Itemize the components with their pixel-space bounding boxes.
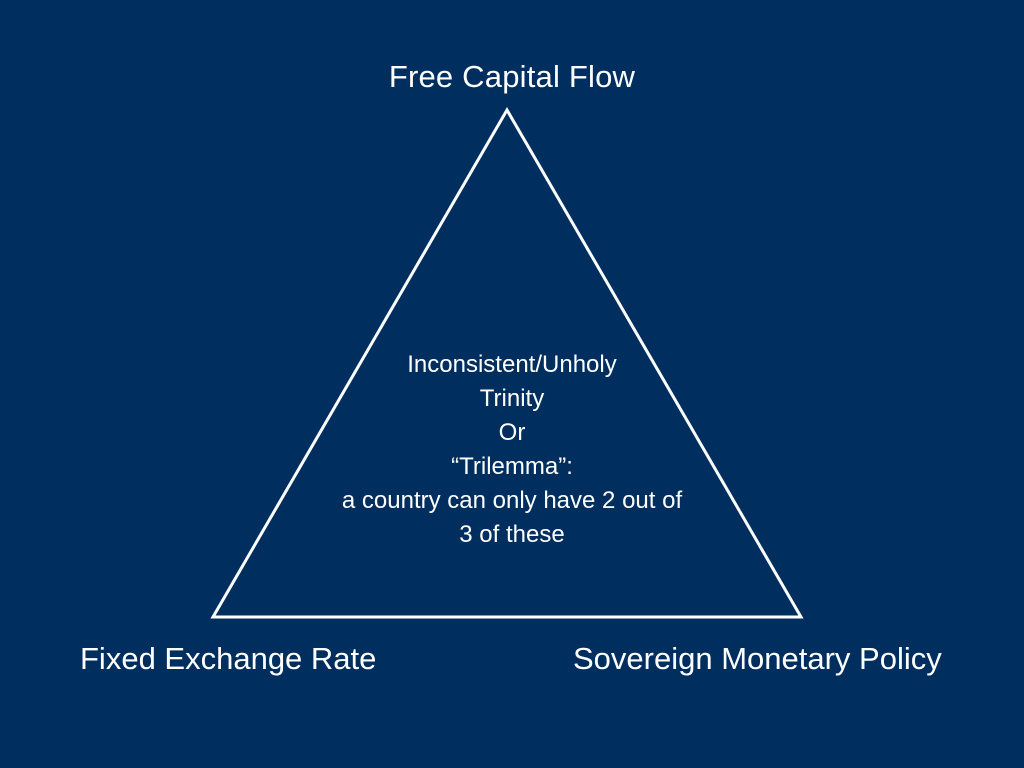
trilemma-explanation: Inconsistent/Unholy Trinity Or “Trilemma… (262, 348, 762, 552)
vertex-label-fixed-exchange-rate: Fixed Exchange Rate (80, 641, 377, 676)
center-line: Inconsistent/Unholy (407, 351, 617, 378)
vertex-label-free-capital-flow: Free Capital Flow (388, 59, 636, 94)
triangle-outline (210, 107, 804, 619)
center-line: Trinity (479, 385, 545, 412)
center-line: a country can only have 2 out of (341, 487, 683, 514)
center-line: 3 of these (459, 521, 565, 548)
center-line: Or (498, 419, 526, 446)
center-line: “Trilemma”: (451, 453, 573, 480)
vertex-label-sovereign-monetary-policy: Sovereign Monetary Policy (573, 641, 942, 676)
